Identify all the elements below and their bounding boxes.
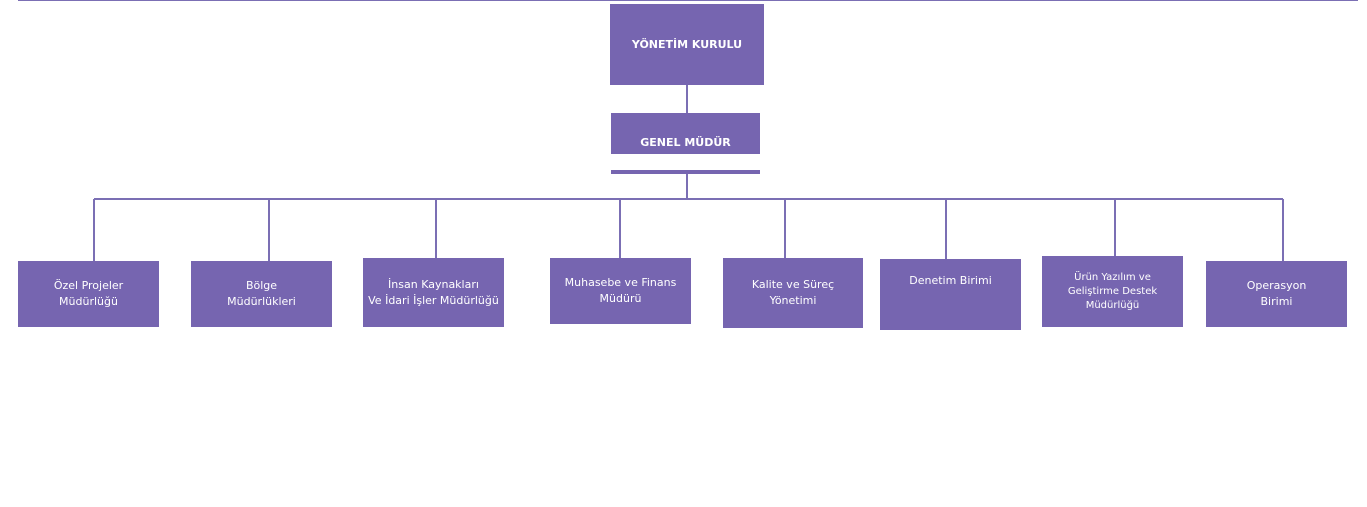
general-manager-label: GENEL MÜDÜR	[640, 136, 731, 149]
department-label: İnsan Kaynakları Ve İdari İşler Müdürlüğ…	[368, 277, 499, 307]
department-label: Özel Projeler Müdürlüğü	[53, 279, 124, 308]
department-label: Muhasebe ve Finans Müdürü	[564, 276, 677, 305]
department-box-kalite-surec: Kalite ve Süreç Yönetimi	[723, 258, 863, 328]
general-manager-box: GENEL MÜDÜR	[611, 113, 760, 154]
department-label: Denetim Birimi	[909, 274, 992, 287]
general-manager-underline	[611, 170, 760, 174]
department-label: Ürün Yazılım ve Geliştirme Destek Müdürl…	[1067, 271, 1158, 311]
department-label: Kalite ve Süreç Yönetimi	[751, 278, 835, 307]
department-box-muhasebe-finans: Muhasebe ve Finans Müdürü	[550, 258, 691, 324]
top-border-line	[18, 0, 1358, 1]
board-box: YÖNETİM KURULU	[610, 4, 764, 85]
department-label: Operasyon Birimi	[1246, 279, 1307, 308]
department-box-urun-yazilim: Ürün Yazılım ve Geliştirme Destek Müdürl…	[1042, 256, 1183, 327]
department-label: Bölge Müdürlükleri	[227, 279, 296, 308]
board-label: YÖNETİM KURULU	[631, 37, 743, 51]
department-box-ozel-projeler: Özel Projeler Müdürlüğü	[18, 261, 159, 327]
department-box-denetim: Denetim Birimi	[880, 259, 1021, 330]
department-box-insan-kaynaklari: İnsan Kaynakları Ve İdari İşler Müdürlüğ…	[363, 258, 504, 327]
department-box-bolge: Bölge Müdürlükleri	[191, 261, 332, 327]
department-box-operasyon: Operasyon Birimi	[1206, 261, 1347, 327]
